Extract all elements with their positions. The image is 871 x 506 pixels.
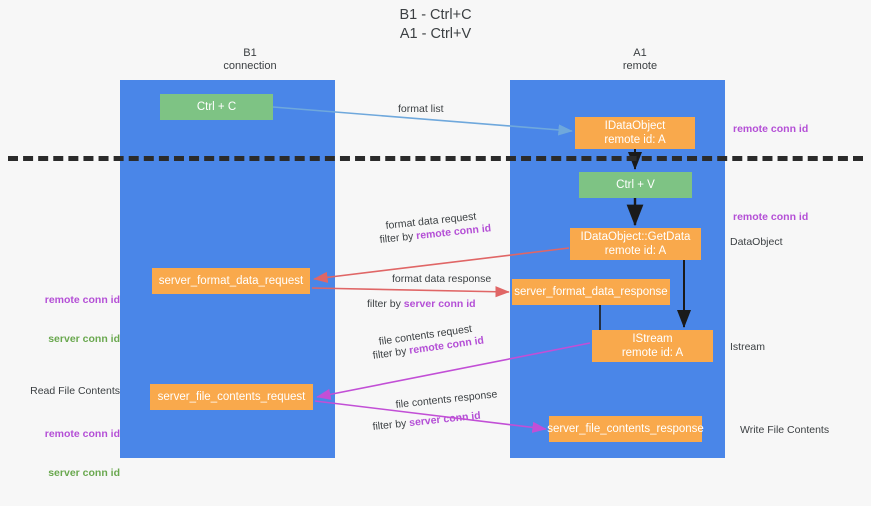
filter-key-server-conn-id: server conn id	[403, 298, 476, 310]
box-server-format-data-response[interactable]: server_format_data_response	[512, 279, 670, 305]
phase-divider	[8, 156, 863, 161]
annotation-left-conn-ids-bottom: remote conn id server conn id	[22, 402, 120, 506]
annotation-remote-conn-id: remote conn id	[44, 428, 120, 440]
diagram-canvas: B1 - Ctrl+C A1 - Ctrl+V B1 connection A1…	[8, 7, 863, 479]
annotation-remote-conn-id: remote conn id	[44, 294, 120, 306]
edge-format-data-response	[311, 286, 510, 298]
column-header-a1: A1 remote	[622, 47, 658, 72]
diagram-title: B1 - Ctrl+C A1 - Ctrl+V	[399, 7, 472, 42]
annotation-right-write-file-contents: Write File Contents	[740, 424, 830, 436]
annotation-left-read-file-contents: Read File Contents	[30, 385, 120, 397]
filter-prefix: filter by	[372, 417, 410, 433]
filter-prefix: filter by	[372, 344, 411, 362]
edge-label-file-contents-response: file contents response	[395, 388, 498, 411]
box-idataobject-getdata[interactable]: IDataObject::GetData remote id: A	[570, 228, 701, 260]
box-server-file-contents-response[interactable]: server_file_contents_response	[547, 416, 704, 442]
annotation-server-conn-id: server conn id	[48, 333, 120, 345]
box-server-format-data-request[interactable]: server_format_data_request	[152, 268, 310, 294]
annotation-left-conn-ids-top: remote conn id server conn id	[22, 268, 120, 372]
filter-prefix: filter by	[367, 298, 404, 310]
annotation-right-istream: Istream	[730, 341, 766, 353]
column-header-b1: B1 connection	[223, 47, 277, 72]
annotation-server-conn-id: server conn id	[48, 467, 120, 479]
annotation-right-remote-conn-id-top: remote conn id	[733, 123, 809, 135]
box-idataobject[interactable]: IDataObject remote id: A	[575, 117, 695, 149]
edge-label-format-data-response: format data response	[392, 273, 492, 285]
filter-key-server-conn-id: server conn id	[408, 409, 482, 430]
edge-label-format-data-response-filter: filter by server conn id	[367, 298, 476, 311]
box-ctrl-v[interactable]: Ctrl + V	[579, 172, 692, 198]
annotation-right-dataobject: DataObject	[730, 236, 783, 248]
edge-label-format-list: format list	[398, 103, 444, 115]
box-ctrl-c[interactable]: Ctrl + C	[160, 94, 273, 120]
box-istream[interactable]: IStream remote id: A	[592, 330, 713, 362]
filter-prefix: filter by	[379, 230, 417, 246]
edge-label-file-contents-response-filter: filter by server conn id	[372, 410, 481, 434]
box-server-file-contents-request[interactable]: server_file_contents_request	[150, 384, 313, 410]
annotation-right-remote-conn-id-mid: remote conn id	[733, 211, 809, 223]
